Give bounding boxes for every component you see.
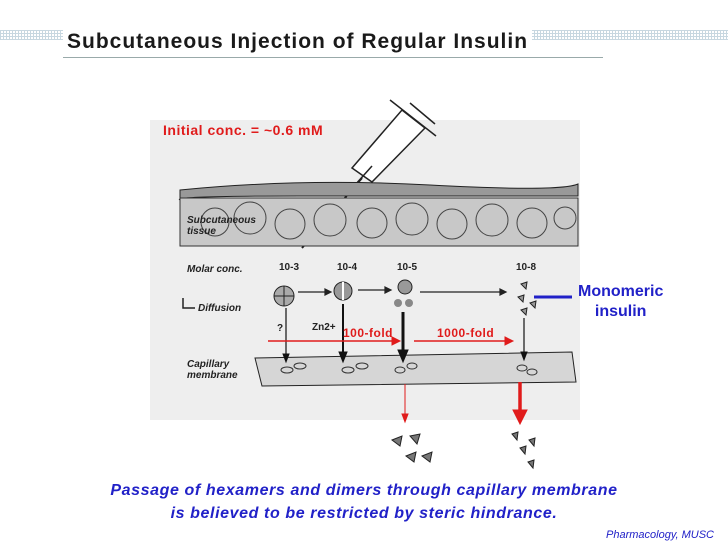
hexamer-split-molecule (333, 281, 353, 301)
passed-monomers (511, 431, 536, 470)
fold-label-100: 100-fold (343, 326, 394, 340)
diffusion-label: Diffusion (198, 303, 242, 314)
fold-label-1000: 1000-fold (437, 326, 495, 340)
tissue-layer (178, 181, 579, 247)
conc-label-3: 10-5 (397, 262, 418, 273)
initial-concentration-label: Initial conc. = ~0.6 mM (163, 122, 324, 138)
conc-label-4: 10-8 (516, 262, 537, 273)
monomer-molecules (517, 281, 537, 317)
source-credit: Pharmacology, MUSC (606, 529, 714, 541)
hexamer-molecule (273, 285, 295, 307)
title-underline (63, 57, 603, 58)
diffusion-icon (182, 298, 195, 309)
caption-line-2: is believed to be restricted by steric h… (170, 505, 558, 522)
molar-conc-label: Molar conc. (187, 264, 243, 275)
caption-line-1: Passage of hexamers and dimers through c… (110, 482, 618, 499)
question-mark: ? (277, 323, 284, 334)
fold-arrows (268, 336, 515, 346)
passed-dimers (390, 433, 433, 463)
dimer-molecule (394, 279, 413, 307)
passage-arrows (401, 382, 528, 426)
conc-label-2: 10-4 (337, 262, 358, 273)
zinc-label: Zn2+ (312, 322, 336, 333)
slide-title: Subcutaneous Injection of Regular Insuli… (63, 30, 533, 54)
capillary-membrane (254, 351, 577, 387)
conc-label-1: 10-3 (279, 262, 300, 273)
